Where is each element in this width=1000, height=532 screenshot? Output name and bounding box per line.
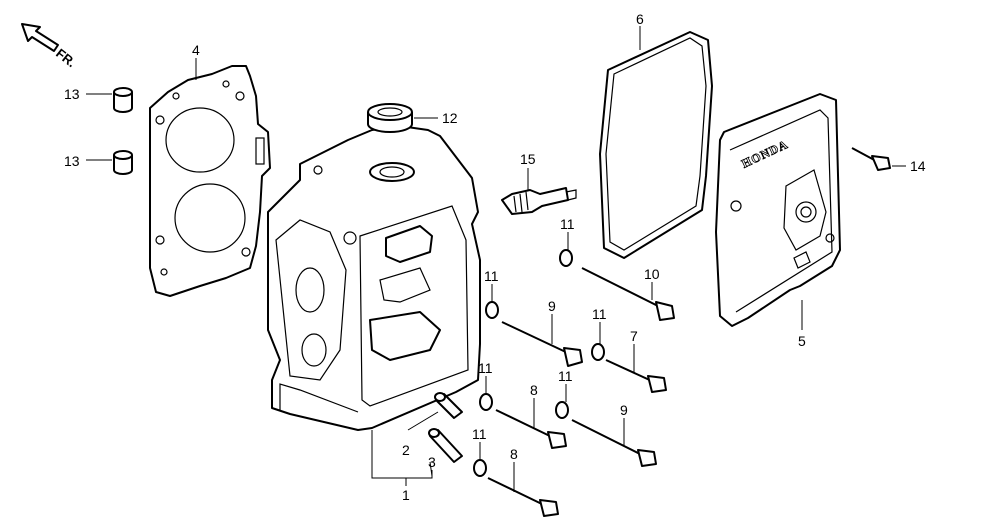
callout-8-lower: 8 (510, 446, 518, 462)
callout-11-e: 11 (558, 368, 573, 384)
front-arrow-icon (21, 23, 59, 52)
bolt-8-upper (495, 409, 567, 449)
callout-11-a: 11 (560, 216, 575, 232)
callout-13-upper: 13 (64, 86, 80, 102)
leader-lines (86, 26, 906, 492)
cylinder-head (267, 125, 481, 431)
callout-1: 1 (402, 487, 410, 503)
callout-5: 5 (798, 333, 806, 349)
callout-9-lower: 9 (620, 402, 628, 418)
callout-11-b: 11 (484, 268, 499, 284)
oil-seal (367, 103, 413, 133)
callout-6: 6 (636, 11, 644, 27)
callout-11-c: 11 (592, 306, 607, 322)
spark-plug (501, 187, 577, 215)
callout-12: 12 (442, 110, 458, 126)
callout-14: 14 (910, 158, 926, 174)
bolts (487, 267, 675, 517)
callout-7: 7 (630, 328, 638, 344)
front-direction-label: FR. (53, 46, 79, 71)
callout-11-d: 11 (478, 360, 493, 376)
callout-4: 4 (192, 42, 200, 58)
bolt-7 (605, 359, 667, 393)
bolt-9-upper (501, 321, 583, 367)
bolt-8-lower (487, 477, 559, 517)
callout-labels: 13 13 4 12 15 6 11 10 14 11 9 11 7 5 11 … (64, 11, 926, 503)
dowel-pin-upper (113, 87, 133, 113)
cylinder-head-cover: HONDA (715, 93, 841, 327)
callout-15: 15 (520, 151, 536, 167)
washers (473, 249, 605, 477)
dowel-pin-lower (113, 150, 133, 175)
callout-10: 10 (644, 266, 660, 282)
dowel-pin-2 (434, 392, 463, 419)
flange-bolt-cover (851, 147, 891, 171)
head-cover-gasket (599, 31, 713, 259)
callout-3: 3 (428, 454, 436, 470)
callout-13-lower: 13 (64, 153, 80, 169)
callout-2: 2 (402, 442, 410, 458)
callout-8-upper: 8 (530, 382, 538, 398)
callout-11-f: 11 (472, 426, 487, 442)
bolt-9-lower (571, 419, 657, 467)
front-direction-indicator: FR. (21, 23, 79, 71)
dowel-pin-3 (428, 428, 463, 463)
bolt-10 (581, 267, 675, 321)
callout-9-upper: 9 (548, 298, 556, 314)
head-gasket (149, 65, 271, 297)
